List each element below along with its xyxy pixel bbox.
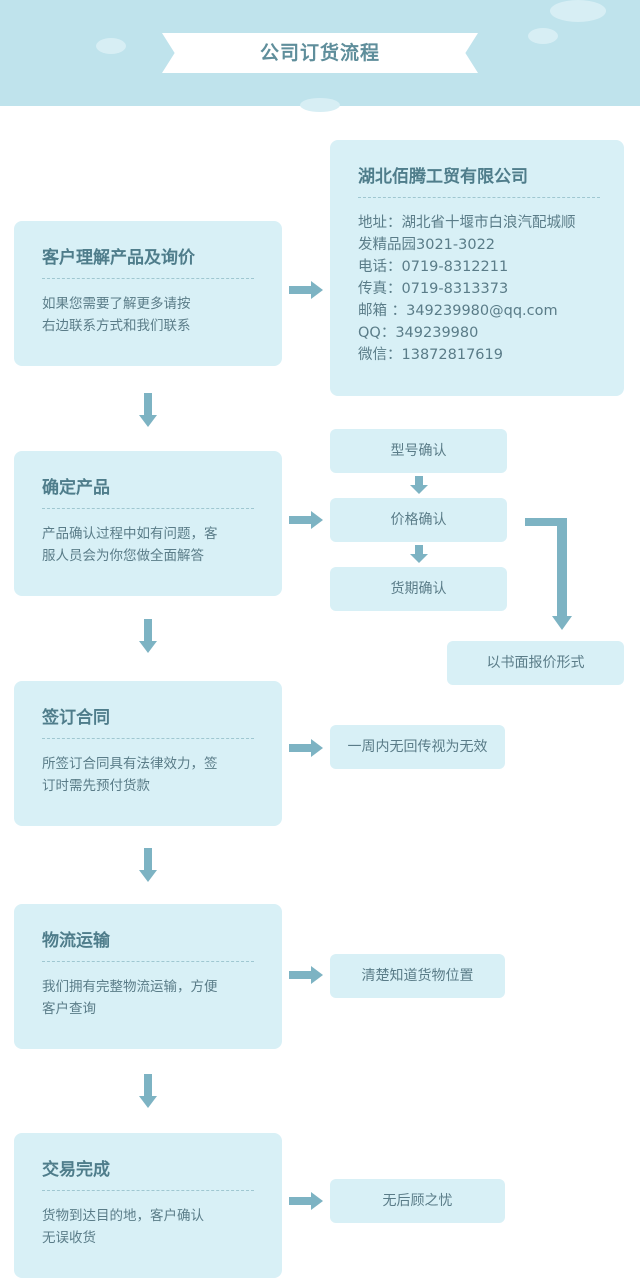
company-address-line-1: 地址：湖北省十堰市白浪汽配城顺 <box>358 215 576 231</box>
arrow-right-icon <box>289 281 323 299</box>
step-confirm-product: 确定产品 产品确认过程中如有问题，客 服人员会为你您做全面解答 <box>14 451 282 596</box>
step-description-line: 服人员会为你您做全面解答 <box>42 548 204 564</box>
arrow-down-icon <box>139 1074 157 1108</box>
step-title: 客户理解产品及询价 <box>42 243 254 279</box>
step-description-line: 如果您需要了解更多请按 <box>42 296 191 312</box>
step-description: 产品确认过程中如有问题，客 服人员会为你您做全面解答 <box>42 523 254 567</box>
company-phone: 电话：0719-8312211 <box>358 259 509 275</box>
company-email: 邮箱 ：349239980@qq.com <box>358 303 558 319</box>
page-header: 公司订货流程 <box>0 0 640 112</box>
arrow-down-icon <box>139 393 157 427</box>
page-title: 公司订货流程 <box>162 33 478 73</box>
arrow-down-icon <box>139 848 157 882</box>
step-description-line: 产品确认过程中如有问题，客 <box>42 526 218 542</box>
company-wechat: 微信：13872817619 <box>358 347 503 363</box>
company-contact-list: 地址：湖北省十堰市白浪汽配城顺 发精品园3021-3022 电话：0719-83… <box>358 212 600 366</box>
step-description: 如果您需要了解更多请按 右边联系方式和我们联系 <box>42 293 254 337</box>
step-complete: 交易完成 货物到达目的地，客户确认 无误收货 <box>14 1133 282 1278</box>
cloud-decoration <box>528 28 558 44</box>
step-title: 物流运输 <box>42 926 254 962</box>
step-description-line: 订时需先预付货款 <box>42 778 150 794</box>
step-logistics: 物流运输 我们拥有完整物流运输，方便 客户查询 <box>14 904 282 1049</box>
step-title: 签订合同 <box>42 703 254 739</box>
step-description: 我们拥有完整物流运输，方便 客户查询 <box>42 976 254 1020</box>
step-description-line: 客户查询 <box>42 1001 96 1017</box>
arrow-right-icon <box>289 739 323 757</box>
step-description-line: 货物到达目的地，客户确认 <box>42 1208 204 1224</box>
step-description-line: 所签订合同具有法律效力，签 <box>42 756 218 772</box>
cloud-decoration <box>300 98 340 112</box>
cloud-decoration <box>550 0 606 22</box>
company-address-line-2: 发精品园3021-3022 <box>358 237 496 253</box>
step-title: 交易完成 <box>42 1155 254 1191</box>
step-title: 确定产品 <box>42 473 254 509</box>
company-qq: QQ：349239980 <box>358 325 479 341</box>
bent-arrow-icon <box>525 518 575 632</box>
step-description-line: 我们拥有完整物流运输，方便 <box>42 979 218 995</box>
company-fax: 传真：0719-8313373 <box>358 281 509 297</box>
step-description: 所签订合同具有法律效力，签 订时需先预付货款 <box>42 753 254 797</box>
step-inquiry: 客户理解产品及询价 如果您需要了解更多请按 右边联系方式和我们联系 <box>14 221 282 366</box>
complete-note-box: 无后顾之忧 <box>330 1179 505 1223</box>
price-confirm-box: 价格确认 <box>330 498 507 542</box>
contract-note-box: 一周内无回传视为无效 <box>330 725 505 769</box>
step-description-line: 右边联系方式和我们联系 <box>42 318 191 334</box>
delivery-confirm-box: 货期确认 <box>330 567 507 611</box>
arrow-right-icon <box>289 511 323 529</box>
written-quote-box: 以书面报价形式 <box>447 641 624 685</box>
arrow-right-icon <box>289 1192 323 1210</box>
cloud-decoration <box>96 38 126 54</box>
arrow-right-icon <box>289 966 323 984</box>
step-description-line: 无误收货 <box>42 1230 96 1246</box>
logistics-note-box: 清楚知道货物位置 <box>330 954 505 998</box>
arrow-down-small-icon <box>410 545 428 563</box>
step-sign-contract: 签订合同 所签订合同具有法律效力，签 订时需先预付货款 <box>14 681 282 826</box>
arrow-down-small-icon <box>410 476 428 494</box>
company-info-card: 湖北佰腾工贸有限公司 地址：湖北省十堰市白浪汽配城顺 发精品园3021-3022… <box>330 140 624 396</box>
arrow-down-icon <box>139 619 157 653</box>
company-name: 湖北佰腾工贸有限公司 <box>358 162 600 198</box>
step-description: 货物到达目的地，客户确认 无误收货 <box>42 1205 254 1249</box>
model-confirm-box: 型号确认 <box>330 429 507 473</box>
